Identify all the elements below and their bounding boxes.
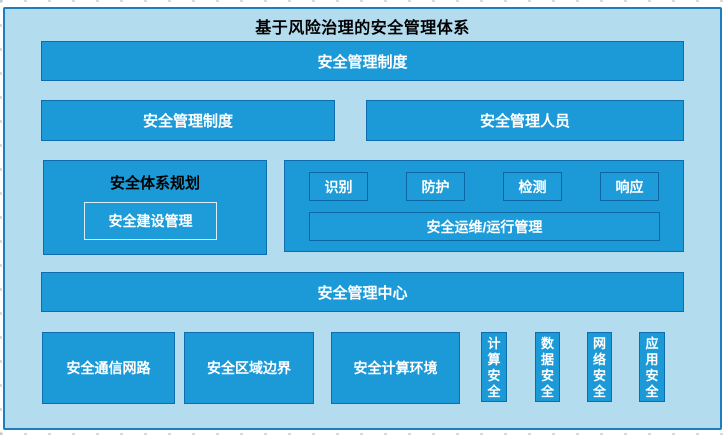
canvas-grid-ticks-bottom bbox=[0, 433, 725, 435]
group-operations: 识别 防护 检测 响应 安全运维/运行管理 bbox=[284, 160, 684, 252]
canvas-grid-ticks-left bbox=[0, 0, 2, 436]
canvas-grid-ticks-top bbox=[0, 0, 725, 2]
diagram-panel: 基于风险治理的安全管理体系 安全管理制度 安全管理制度 安全管理人员 安全体系规… bbox=[3, 7, 722, 430]
group-system-planning: 安全体系规划 安全建设管理 bbox=[43, 160, 267, 255]
box-step-protect: 防护 bbox=[406, 172, 465, 201]
box-step-detect: 检测 bbox=[503, 172, 562, 201]
box-computing-env: 安全计算环境 bbox=[331, 332, 460, 404]
box-mgmt-personnel: 安全管理人员 bbox=[366, 100, 684, 141]
pillar-network-security: 网络安全 bbox=[587, 332, 612, 402]
box-mgmt-regulations: 安全管理制度 bbox=[41, 100, 335, 141]
box-construction-mgmt: 安全建设管理 bbox=[84, 202, 217, 240]
pillar-data-security: 数据安全 bbox=[535, 332, 560, 402]
diagram-title: 基于风险治理的安全管理体系 bbox=[255, 20, 470, 37]
box-security-mgmt-center: 安全管理中心 bbox=[41, 272, 684, 312]
pillar-computing-security: 计算安全 bbox=[481, 332, 507, 402]
pillar-application-security: 应用安全 bbox=[639, 332, 665, 402]
box-step-respond: 响应 bbox=[600, 172, 659, 201]
box-mgmt-regulations-top: 安全管理制度 bbox=[41, 41, 684, 81]
label-system-planning: 安全体系规划 bbox=[109, 175, 200, 192]
box-ops-maintenance: 安全运维/运行管理 bbox=[309, 212, 660, 241]
box-area-boundary: 安全区域边界 bbox=[184, 332, 314, 404]
steps-row: 识别 防护 检测 响应 bbox=[285, 172, 683, 201]
box-step-identify: 识别 bbox=[309, 172, 368, 201]
box-comm-network: 安全通信网路 bbox=[42, 332, 175, 404]
